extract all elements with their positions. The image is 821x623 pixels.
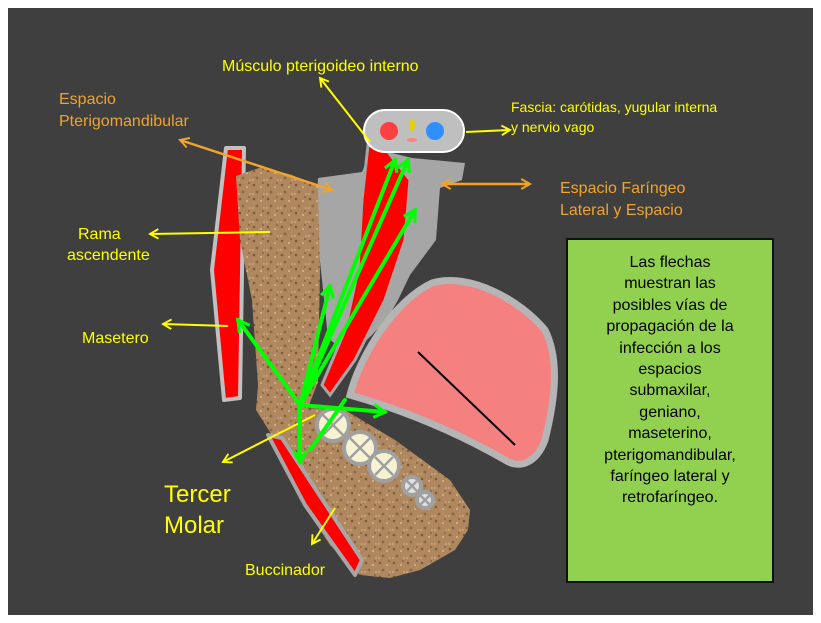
note-line: maseterino, (568, 423, 772, 444)
note-line: geniano, (568, 402, 772, 423)
label-fascia-line2: y nervio vago (511, 119, 594, 135)
explanation-note-box: Las flechas muestran las posibles vías d… (566, 238, 774, 583)
label-masetero: Masetero (82, 330, 149, 348)
carotid-artery (380, 122, 398, 140)
note-line: propagación de la (568, 316, 772, 337)
label-tercer-molar-line2: Molar (164, 512, 224, 540)
label-espacio-pterigomandibular-line1: Espacio (59, 91, 116, 109)
jugular-vein (426, 122, 444, 140)
note-line: Las flechas (568, 252, 772, 273)
label-fascia-line1: Fascia: carótidas, yugular interna (511, 99, 717, 115)
note-line: pterigomandibular, (568, 445, 772, 466)
note-line: muestran las (568, 273, 772, 294)
label-espacio-pterigomandibular-line2: Pterigomandibular (59, 113, 189, 131)
note-line: espacios (568, 359, 772, 380)
note-line: faríngeo lateral y (568, 466, 772, 487)
note-line: infección a los (568, 338, 772, 359)
label-espacio-faringeo-line2: Lateral y Espacio (560, 202, 683, 220)
label-rama-line2: ascendente (67, 247, 150, 265)
label-espacio-faringeo-line1: Espacio Faríngeo (560, 180, 685, 198)
carotid-sheath (364, 110, 464, 152)
label-rama-line1: Rama (78, 226, 121, 244)
label-buccinador: Buccinador (245, 562, 325, 580)
label-tercer-molar-line1: Tercer (164, 481, 231, 509)
vagus-nerve (409, 119, 415, 131)
note-line: posibles vías de (568, 295, 772, 316)
note-line: retrofaríngeo. (568, 487, 772, 508)
label-pterigoideo-interno: Músculo pterigoideo interno (222, 58, 419, 76)
explanation-note-text: Las flechas muestran las posibles vías d… (568, 252, 772, 509)
note-line: submaxilar, (568, 380, 772, 401)
